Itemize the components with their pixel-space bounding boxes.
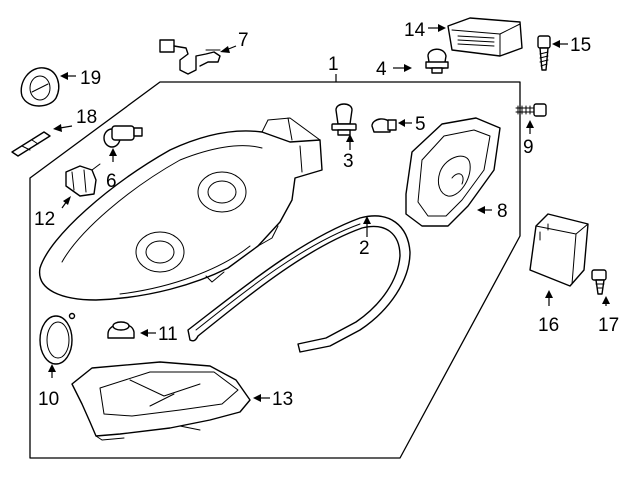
lower-bracket: [71, 361, 251, 441]
callout-8: 8: [497, 201, 508, 222]
callout-7: 7: [238, 30, 249, 51]
callout-13: 13: [272, 389, 293, 410]
dust-cap: [20, 67, 60, 107]
assembly-outline: [29, 81, 521, 459]
callout-19: 19: [80, 68, 101, 89]
callout-3: 3: [343, 151, 354, 172]
callout-18: 18: [76, 107, 97, 128]
callout-9: 9: [523, 137, 534, 158]
callout-4: 4: [376, 59, 387, 80]
terminal-clip: [11, 131, 51, 157]
bulb-small: [371, 118, 397, 133]
bolt-15: [537, 35, 551, 71]
callout-1: 1: [328, 54, 339, 75]
seal-gasket: [187, 215, 411, 353]
socket: [103, 125, 143, 148]
connector: [65, 163, 101, 197]
callout-6: 6: [106, 171, 117, 192]
callout-5: 5: [415, 114, 426, 135]
rear-cover: [405, 117, 501, 227]
bulb-h7: [331, 103, 357, 136]
control-module: [447, 17, 523, 57]
control-unit: [529, 213, 589, 287]
screw-9: [515, 103, 547, 117]
callout-15: 15: [570, 35, 591, 56]
grommet: [107, 321, 135, 339]
retaining-ring: [39, 312, 76, 365]
headlamp-housing: [38, 117, 323, 301]
callout-10: 10: [38, 389, 59, 410]
callout-14: 14: [404, 20, 426, 41]
bulb-h4: [425, 48, 449, 74]
callout-17: 17: [598, 315, 619, 336]
callout-12: 12: [34, 209, 55, 230]
wiring-harness: [159, 39, 221, 75]
callout-11: 11: [158, 324, 178, 345]
screw-17: [591, 269, 607, 295]
callout-16: 16: [538, 315, 559, 336]
callout-2: 2: [359, 238, 370, 259]
